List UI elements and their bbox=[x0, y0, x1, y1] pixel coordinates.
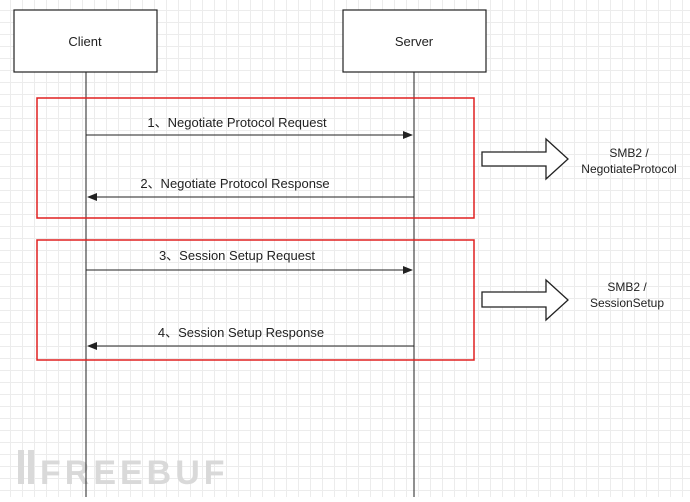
message-1: 1、Negotiate Protocol Request bbox=[86, 115, 413, 139]
client-box bbox=[13, 9, 158, 73]
protocol-label-line2: NegotiateProtocol bbox=[581, 162, 676, 176]
message-2: 2、Negotiate Protocol Response bbox=[87, 176, 414, 201]
negotiate-group-frame bbox=[36, 97, 475, 219]
watermark-text: FREEBUF bbox=[40, 454, 229, 492]
watermark-logo-bar bbox=[28, 450, 34, 484]
block-arrow-icon bbox=[481, 137, 569, 181]
protocol-label-line1: SMB2 / bbox=[609, 146, 649, 160]
negotiate-protocol-label: SMB2 / NegotiateProtocol bbox=[581, 146, 676, 176]
server-participant: Server bbox=[342, 9, 487, 73]
message-label: 4、Session Setup Response bbox=[158, 325, 324, 340]
watermark-logo-bar bbox=[18, 450, 24, 484]
block-arrow-icon bbox=[481, 278, 569, 322]
message-4: 4、Session Setup Response bbox=[87, 325, 414, 350]
message-label: 2、Negotiate Protocol Response bbox=[140, 176, 329, 191]
protocol-label-line2: SessionSetup bbox=[590, 296, 664, 310]
protocol-label-line1: SMB2 / bbox=[607, 280, 647, 294]
session-setup-protocol-label: SMB2 / SessionSetup bbox=[590, 280, 664, 310]
session-setup-group-frame bbox=[36, 239, 475, 361]
server-box bbox=[342, 9, 487, 73]
message-label: 1、Negotiate Protocol Request bbox=[147, 115, 327, 130]
freebuf-watermark: FREEBUF bbox=[18, 450, 229, 492]
message-3: 3、Session Setup Request bbox=[86, 248, 413, 274]
client-label: Client bbox=[68, 34, 102, 49]
client-participant: Client bbox=[13, 9, 158, 73]
server-label: Server bbox=[395, 34, 434, 49]
message-label: 3、Session Setup Request bbox=[159, 248, 315, 263]
